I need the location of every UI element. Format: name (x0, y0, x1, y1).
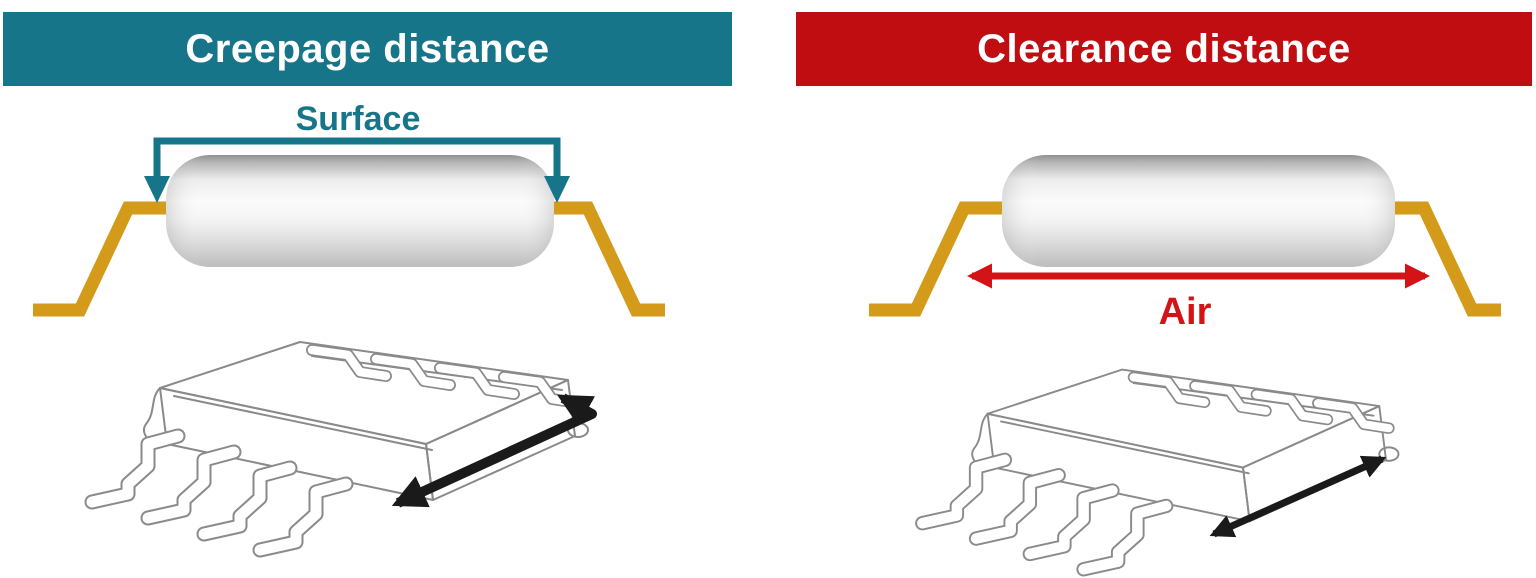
soic-package-wireframe-right (922, 370, 1398, 570)
clearance-component-diagram (869, 155, 1501, 317)
component-lead-right (1378, 201, 1501, 317)
clearance-header-label: Clearance distance (977, 26, 1351, 71)
creepage-header-label: Creepage distance (185, 26, 550, 71)
clearance-header: Clearance distance (796, 12, 1532, 86)
clearance-path-arrow (1209, 455, 1387, 538)
air-label: Air (1158, 291, 1212, 333)
component-lead-right (542, 201, 665, 317)
component-lead-left (33, 201, 170, 317)
creepage-header: Creepage distance (3, 12, 732, 86)
component-body (166, 155, 554, 267)
component-lead-left (869, 201, 1006, 317)
creepage-path-arrow (391, 393, 597, 508)
surface-label: Surface (295, 100, 421, 138)
surface-measure-bracket-arrow (144, 137, 570, 203)
component-body (1002, 155, 1395, 267)
creepage-component-diagram (33, 137, 665, 317)
